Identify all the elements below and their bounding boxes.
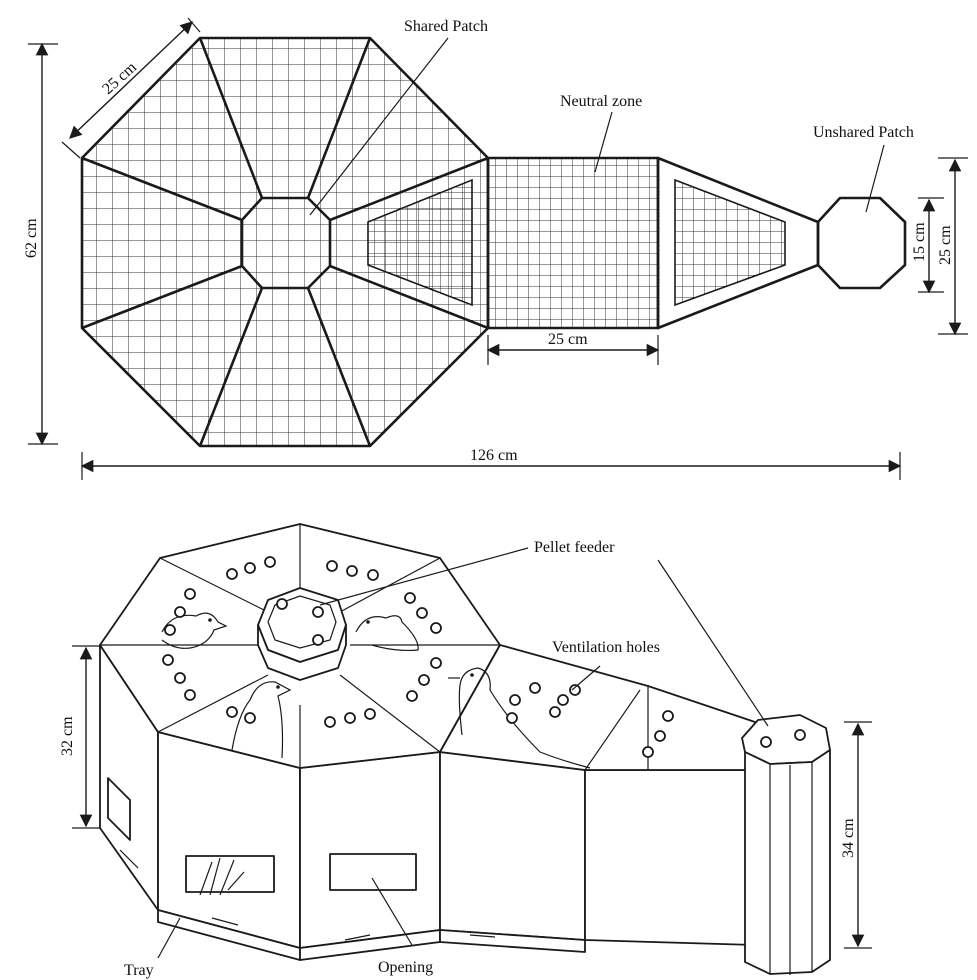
neutral-zone (486, 156, 660, 330)
label-neutral-zone: Neutral zone (560, 93, 642, 110)
label-tray: Tray (124, 962, 154, 979)
pigeon-1 (161, 612, 228, 649)
label-pellet-feeder: Pellet feeder (534, 539, 615, 556)
label-ventilation-holes: Ventilation holes (552, 639, 660, 656)
openings (107, 777, 417, 896)
corridor-right (656, 156, 820, 330)
central-pellet-feeder (257, 587, 347, 681)
pigeon-4 (448, 667, 591, 769)
ventilation-holes (162, 556, 674, 758)
trays (119, 849, 586, 961)
label-shared-patch: Shared Patch (404, 18, 488, 35)
unshared-feeder-tube (741, 714, 831, 975)
arena-walls (99, 644, 756, 949)
shared-patch-arena (80, 36, 490, 448)
dim-feeder-height: 34 cm (840, 818, 857, 858)
corridor-left (367, 178, 473, 307)
unshared-patch-octagon (816, 196, 907, 290)
dim-unshared-inner: 15 cm (911, 222, 928, 262)
dim-height-total: 62 cm (23, 218, 40, 258)
dim-side-length: 25 cm (99, 59, 140, 98)
pigeon-2 (355, 615, 419, 652)
perspective-view: Pellet feeder Ventilation holes Tray Ope… (59, 523, 872, 979)
pigeon-3 (231, 681, 292, 759)
top-view: Shared Patch Neutral zone Unshared Patch… (23, 17, 968, 480)
dim-wall-height: 32 cm (59, 716, 76, 756)
dim-unshared-outer: 25 cm (937, 225, 954, 265)
center-feeder-octagon (240, 196, 332, 290)
label-opening: Opening (378, 959, 433, 976)
label-unshared-patch: Unshared Patch (813, 124, 914, 141)
dim-total-length: 126 cm (470, 447, 518, 464)
dim-neutral-width: 25 cm (548, 331, 588, 348)
